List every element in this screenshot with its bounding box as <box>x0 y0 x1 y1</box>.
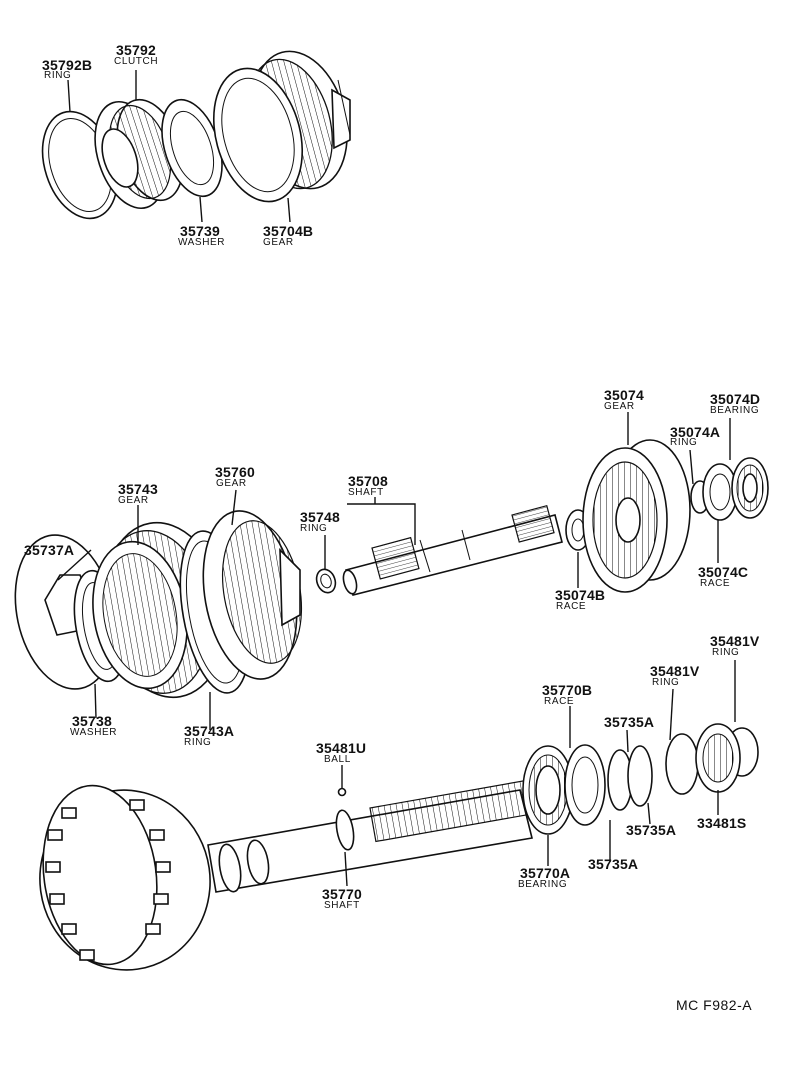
label-35770-name: SHAFT <box>324 900 360 911</box>
label-35739-name: WASHER <box>178 237 226 248</box>
diagram-reference-code: MC F982-A <box>676 997 753 1013</box>
label-35743-partno: 35743 <box>118 481 158 497</box>
label-35481U-partno: 35481U <box>316 740 367 756</box>
label-35792-name: CLUTCH <box>114 56 159 67</box>
label-35708-name: SHAFT <box>348 487 384 498</box>
label-35074D-name: BEARING <box>710 405 760 416</box>
label-35708-partno: 35708 <box>348 473 388 489</box>
label-35481U-name: BALL <box>324 754 351 765</box>
label-35074D-partno: 35074D <box>710 391 761 407</box>
label-35735A-mid-partno: 35735A <box>626 822 677 838</box>
label-35748-name: RING <box>300 523 328 534</box>
label-35760-name: GEAR <box>216 478 247 489</box>
label-35770A-name: BEARING <box>518 879 568 890</box>
label-35481V-upper-partno: 35481V <box>710 633 760 649</box>
label-35737A-partno: 35737A <box>24 542 75 558</box>
gear-35704B-drawing <box>212 50 351 203</box>
label-35704B-partno: 35704B <box>263 223 314 239</box>
label-35481V-lower-partno: 35481V <box>650 663 700 679</box>
label-35770-partno: 35770 <box>322 886 362 902</box>
shaft-35708-drawing <box>342 504 563 596</box>
label-35481V-lower-name: RING <box>652 677 680 688</box>
label-35735A-upper-partno: 35735A <box>604 714 655 730</box>
label-33481S-partno: 33481S <box>697 815 747 831</box>
gear-35074-drawing <box>582 439 691 593</box>
label-35704B-name: GEAR <box>263 237 294 248</box>
label-35743A-partno: 35743A <box>184 723 235 739</box>
label-35074-name: GEAR <box>604 401 635 412</box>
label-35074B-name: RACE <box>556 601 587 612</box>
ring-35735A-drawing <box>607 745 653 811</box>
ball-35481U-drawing <box>337 787 347 797</box>
label-35074C-partno: 35074C <box>698 564 749 580</box>
label-35074A-name: RING <box>670 437 698 448</box>
label-35074B-partno: 35074B <box>555 587 606 603</box>
label-35760-partno: 35760 <box>215 464 255 480</box>
label-35792B-name: RING <box>44 70 72 81</box>
label-35770B-partno: 35770B <box>542 682 593 698</box>
shaft-35770-drawing <box>39 779 535 971</box>
label-35738-partno: 35738 <box>72 713 112 729</box>
bearing-35074D-drawing <box>731 457 769 519</box>
gear-35760-drawing <box>202 510 303 680</box>
label-35074-partno: 35074 <box>604 387 644 403</box>
label-35792-partno: 35792 <box>116 42 156 58</box>
label-35735A-lower-partno: 35735A <box>588 856 639 872</box>
leader-lines <box>57 70 736 887</box>
label-35770A-partno: 35770A <box>520 865 571 881</box>
label-35792B-partno: 35792B <box>42 57 93 73</box>
label-35074A-partno: 35074A <box>670 424 721 440</box>
bearing-35770A-drawing <box>522 745 574 835</box>
label-35074C-name: RACE <box>700 578 731 589</box>
label-35481V-upper-name: RING <box>712 647 740 658</box>
label-35738-name: WASHER <box>70 727 118 738</box>
label-35748-partno: 35748 <box>300 509 340 525</box>
race-35770B-drawing <box>564 744 606 826</box>
label-35743A-name: RING <box>184 737 212 748</box>
part-33481S-drawing <box>695 723 741 793</box>
label-35743-name: GEAR <box>118 495 149 506</box>
label-35739-partno: 35739 <box>180 223 220 239</box>
ring-35748-drawing <box>315 568 337 594</box>
label-35770B-name: RACE <box>544 696 575 707</box>
washer-35739-drawing <box>161 98 223 198</box>
